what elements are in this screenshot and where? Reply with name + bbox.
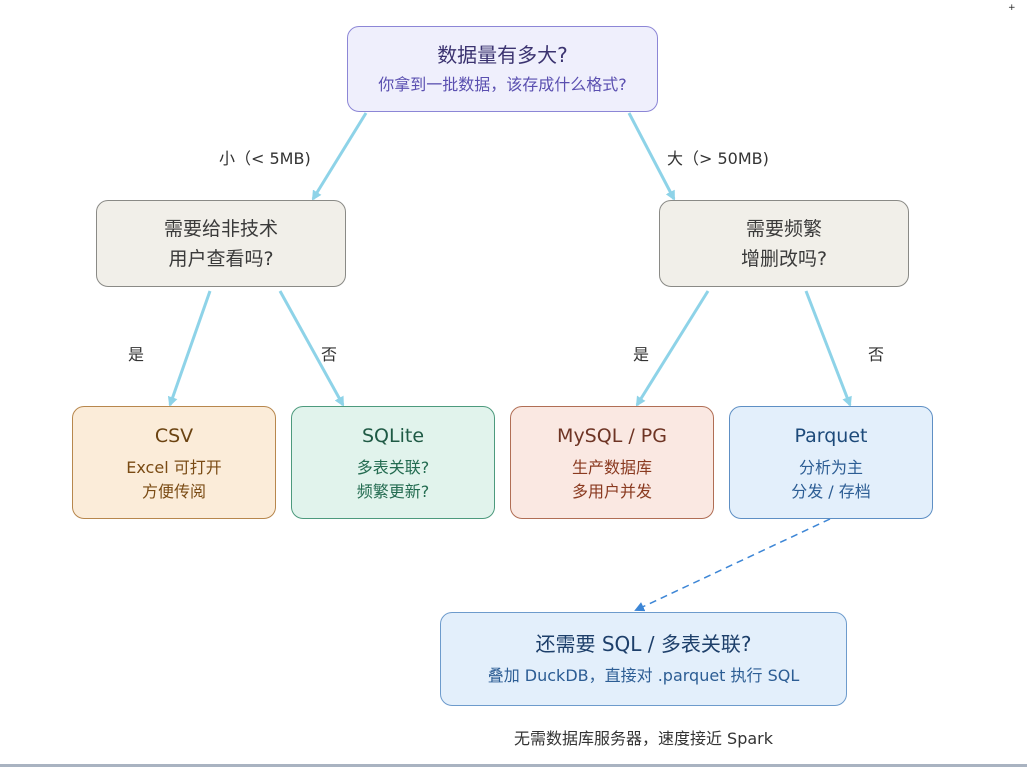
footnote-text: 无需数据库服务器，速度接近 Spark	[513, 729, 774, 748]
duckdb-subtitle: 叠加 DuckDB，直接对 .parquet 执行 SQL	[487, 666, 800, 685]
question-line-2: 用户查看吗?	[168, 247, 274, 270]
question-line-1: 需要频繁	[745, 217, 822, 240]
duckdb-node: 还需要 SQL / 多表关联? 叠加 DuckDB，直接对 .parquet 执…	[440, 612, 847, 706]
leaf-line-1: 多表关联?	[356, 457, 430, 477]
root-subtitle: 你拿到一批数据，该存成什么格式?	[378, 75, 627, 94]
footnote: 无需数据库服务器，速度接近 Spark	[0, 725, 1027, 749]
edge-small-to-csv	[167, 290, 212, 407]
leaf-line-1: 分析为主	[798, 457, 863, 477]
leaf-line-2: 多用户并发	[571, 481, 652, 501]
edge-label-no: 否	[868, 345, 885, 364]
leaf-node-mysql-pg: MySQL / PG 生产数据库 多用户并发	[510, 406, 714, 519]
leaf-node-csv: CSV Excel 可打开 方便传阅	[72, 406, 276, 519]
leaf-title: CSV	[154, 424, 194, 447]
question-line-2: 增删改吗?	[740, 247, 828, 270]
question-line-1: 需要给非技术	[163, 217, 278, 240]
window-bottom-border	[0, 764, 1027, 767]
leaf-title: MySQL / PG	[557, 424, 667, 447]
edge-root-to-small	[311, 112, 368, 201]
leaf-line-2: 分发 / 存档	[791, 481, 871, 501]
duckdb-title: 还需要 SQL / 多表关联?	[535, 632, 752, 656]
edge-root-to-large	[627, 112, 676, 201]
question-node-non-technical: 需要给非技术 用户查看吗?	[96, 200, 346, 287]
edge-label-yes: 是	[128, 345, 145, 364]
leaf-line-2: 方便传阅	[141, 481, 206, 501]
edge-small-to-sqlite	[278, 290, 345, 407]
edge-label-no: 否	[321, 345, 338, 364]
leaf-line-2: 频繁更新?	[356, 481, 430, 501]
edge-label-yes: 是	[633, 345, 650, 364]
leaf-node-sqlite: SQLite 多表关联? 频繁更新?	[291, 406, 495, 519]
edge-large-to-parquet	[804, 290, 852, 407]
edge-label-small: 小（< 5MB)	[219, 149, 311, 168]
crosshair-cursor-icon: +	[1008, 3, 1016, 13]
edge-parquet-to-duckdb	[634, 518, 831, 612]
leaf-title: Parquet	[794, 424, 868, 447]
leaf-line-1: 生产数据库	[571, 457, 652, 477]
edge-large-to-mysql	[635, 290, 710, 407]
root-question-node: 数据量有多大? 你拿到一批数据，该存成什么格式?	[347, 26, 658, 112]
edge-label-large: 大（> 50MB)	[667, 149, 769, 168]
leaf-title: SQLite	[361, 424, 425, 447]
leaf-node-parquet: Parquet 分析为主 分发 / 存档	[729, 406, 933, 519]
root-title: 数据量有多大?	[437, 43, 568, 67]
question-node-frequent-crud: 需要频繁 增删改吗?	[659, 200, 909, 287]
leaf-line-1: Excel 可打开	[126, 457, 222, 477]
